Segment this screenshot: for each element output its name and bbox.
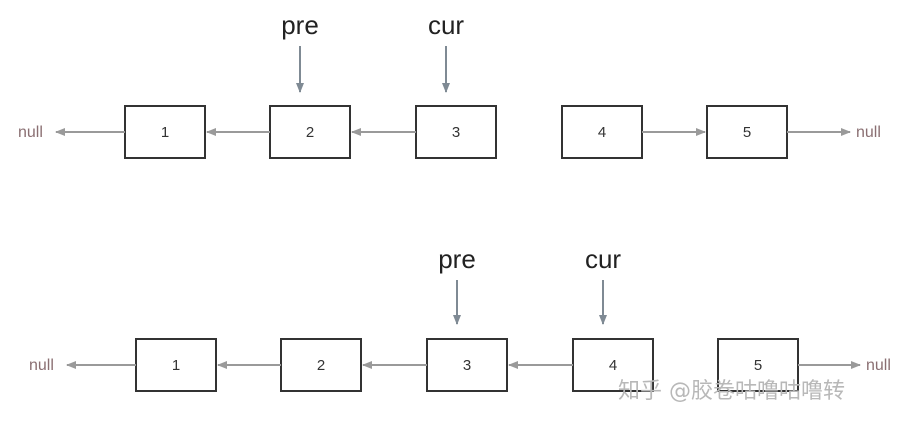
pointer-label-cur: cur <box>428 10 464 40</box>
list-node: 4 <box>561 105 643 159</box>
panel-bottom: 1 2 3 4 5 null null pre cur <box>29 244 891 392</box>
null-right-label: null <box>866 357 891 374</box>
node-value: 1 <box>161 124 169 141</box>
list-node: 1 <box>124 105 206 159</box>
node-box <box>717 338 799 392</box>
null-left-label: null <box>29 357 54 374</box>
list-node: 2 <box>280 338 362 392</box>
panel-top: 1 2 3 4 5 null null pre cur <box>18 10 881 159</box>
node-value: 3 <box>463 357 471 374</box>
node-box <box>135 338 217 392</box>
list-node: 5 <box>706 105 788 159</box>
list-node: 2 <box>269 105 351 159</box>
node-value: 5 <box>743 124 751 141</box>
null-right-label: null <box>856 124 881 141</box>
node-box <box>426 338 508 392</box>
node-box <box>269 105 351 159</box>
node-value: 4 <box>609 357 617 374</box>
node-value: 5 <box>754 357 762 374</box>
node-value: 2 <box>317 357 325 374</box>
list-node: 5 <box>717 338 799 392</box>
node-box <box>415 105 497 159</box>
pointer-label-pre: pre <box>438 244 476 274</box>
watermark: 知乎 @胶卷咕噜咕噜转 <box>618 379 845 404</box>
node-box <box>280 338 362 392</box>
node-value: 2 <box>306 124 314 141</box>
list-node: 3 <box>426 338 508 392</box>
pointer-label-pre: pre <box>281 10 319 40</box>
list-node: 1 <box>135 338 217 392</box>
list-node: 3 <box>415 105 497 159</box>
node-value: 1 <box>172 357 180 374</box>
pointer-label-cur: cur <box>585 244 621 274</box>
node-box <box>706 105 788 159</box>
null-left-label: null <box>18 124 43 141</box>
node-value: 4 <box>598 124 606 141</box>
node-value: 3 <box>452 124 460 141</box>
